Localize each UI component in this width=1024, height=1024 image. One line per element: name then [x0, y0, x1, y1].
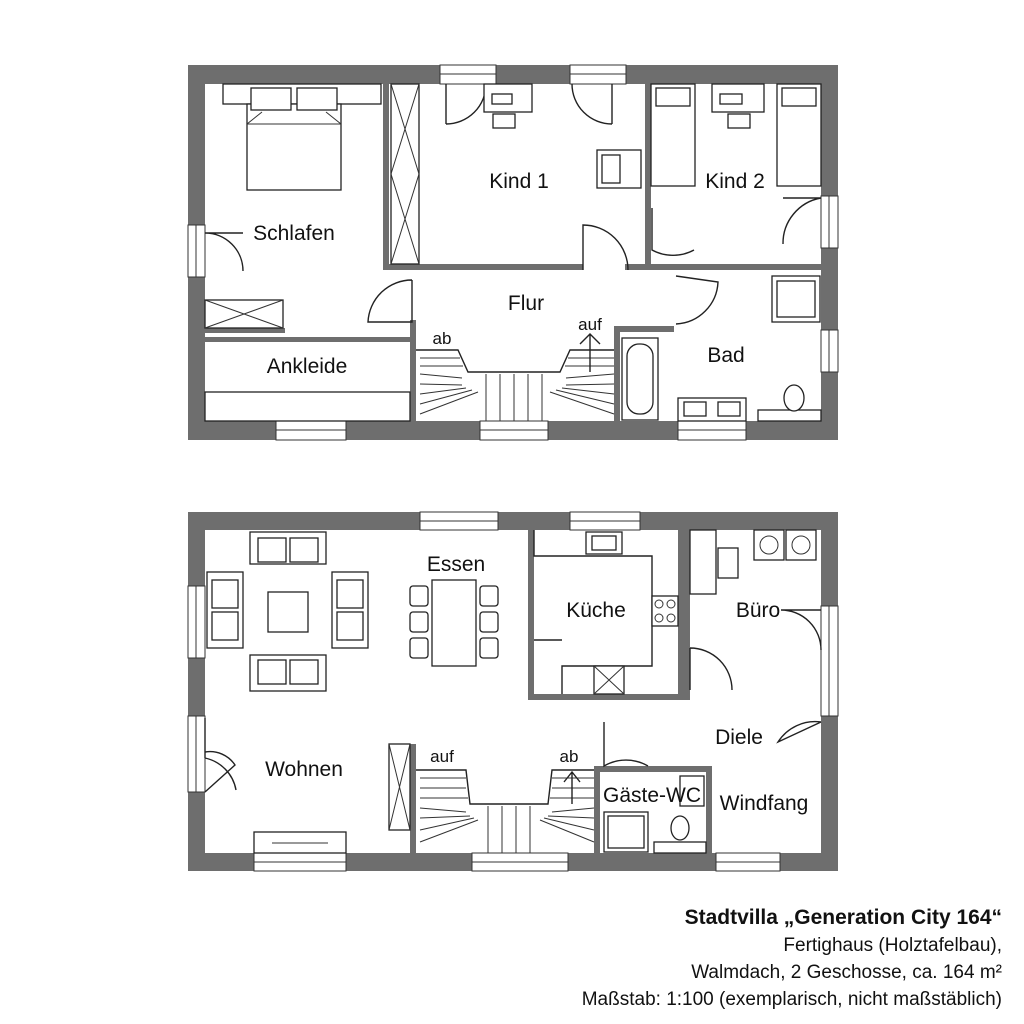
office-desk-icon — [689, 529, 739, 595]
double-sink-icon — [677, 397, 747, 422]
toilet-icon — [757, 384, 822, 422]
room-label-windfang: Windfang — [720, 792, 809, 815]
room-label-kueche: Küche — [566, 599, 626, 622]
upper-staircase-icon — [416, 333, 615, 421]
stair-label-auf-upper: auf — [578, 315, 602, 334]
caption-line-3: Maßstab: 1:100 (exemplarisch, nicht maßs… — [581, 989, 1002, 1010]
wardrobe-schlafen-icon — [204, 299, 284, 329]
stair-label-auf-ground: auf — [430, 747, 454, 766]
room-label-schlafen: Schlafen — [253, 222, 335, 245]
kitchen-counter-icon — [533, 530, 653, 695]
single-bed-icon — [650, 83, 696, 187]
room-label-diele: Diele — [715, 726, 763, 749]
ground-interior-walls — [410, 530, 712, 853]
sofa-right-icon — [331, 571, 369, 649]
stair-label-ab-upper: ab — [433, 329, 452, 348]
dining-table-icon — [409, 579, 499, 667]
upper-interior-walls — [205, 84, 821, 421]
room-label-buero: Büro — [736, 599, 780, 622]
wardrobe-icon — [390, 83, 420, 265]
shelf-icon — [204, 391, 411, 422]
room-label-bad: Bad — [707, 344, 744, 367]
ground-doors — [204, 609, 822, 793]
guest-shower-icon — [603, 811, 649, 853]
cabinet-icon — [596, 149, 642, 189]
stove-icon — [651, 595, 679, 627]
guest-toilet-icon — [653, 775, 707, 854]
room-label-flur: Flur — [508, 292, 544, 315]
sofa-left-icon — [206, 571, 244, 649]
ground-furniture — [206, 529, 817, 854]
room-label-kind2: Kind 2 — [705, 170, 765, 193]
shower-icon — [771, 275, 821, 323]
upper-doors — [204, 83, 822, 325]
ground-staircase-icon — [416, 769, 595, 853]
single-bed-icon-2 — [776, 83, 822, 187]
room-label-wohnen: Wohnen — [265, 758, 343, 781]
plan-caption: Stadtvilla „Generation City 164“ Fertigh… — [442, 904, 1002, 1013]
caption-line-2: Walmdach, 2 Geschosse, ca. 164 m² — [691, 962, 1002, 983]
desk-kind2-icon — [711, 83, 765, 129]
coffee-table-icon — [267, 591, 309, 633]
sofa-bottom-icon — [249, 654, 327, 692]
caption-line-1: Fertighaus (Holztafelbau), — [783, 935, 1002, 956]
desk-icon — [483, 83, 533, 129]
ground-windows — [187, 511, 839, 872]
room-label-ankleide: Ankleide — [267, 355, 348, 378]
upper-furniture — [204, 83, 822, 422]
room-label-essen: Essen — [427, 553, 485, 576]
ground-floor: Essen Küche Büro Wohnen Diele Gäste-WC W… — [187, 511, 839, 872]
upper-floor: Schlafen Ankleide Kind 1 Kind 2 Flur Bad… — [187, 64, 839, 441]
washer-dryer-icon — [753, 529, 817, 561]
caption-title: Stadtvilla „Generation City 164“ — [684, 906, 1002, 929]
stair-label-ab-ground: ab — [560, 747, 579, 766]
bathtub-icon — [621, 337, 659, 421]
room-label-gaeste-wc: Gäste-WC — [603, 784, 701, 807]
upper-windows — [187, 64, 839, 441]
double-bed-icon — [222, 83, 382, 191]
room-label-kind1: Kind 1 — [489, 170, 549, 193]
sofa-icon — [249, 531, 327, 565]
